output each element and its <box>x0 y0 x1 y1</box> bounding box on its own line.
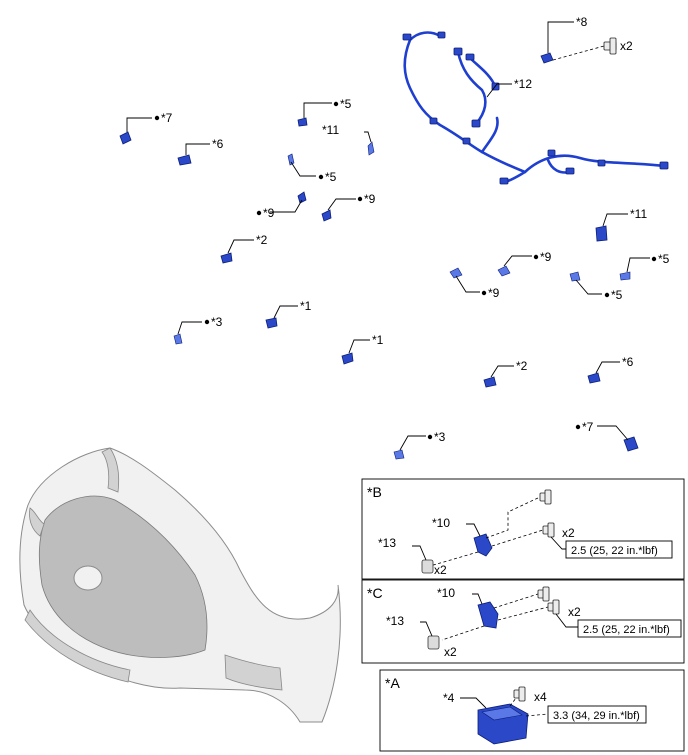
inset-c-tag: *C <box>367 585 383 601</box>
inset-b <box>361 478 685 580</box>
sensor-6-left <box>177 154 192 166</box>
bracket-10-c <box>477 601 499 629</box>
inset-c-bolt-qty: x2 <box>568 605 581 619</box>
sensor-2-right <box>483 376 497 388</box>
callout-11-top: *11 <box>322 123 339 137</box>
bracket-9-left <box>297 191 307 204</box>
sensor-2-left <box>220 252 233 264</box>
callout-12: *12 <box>514 77 532 91</box>
callout-6-left: *6 <box>212 137 224 151</box>
inset-b-tag: *B <box>367 484 382 500</box>
sensor-5-right <box>619 271 631 281</box>
callout-9-mid-bottom: *9 <box>488 286 500 300</box>
bolt-icon <box>537 586 550 602</box>
sensor-1-left <box>265 317 278 329</box>
callout-3-bottom: *3 <box>434 430 446 444</box>
radar-sensor-4 <box>477 703 529 745</box>
callout-2-right: *2 <box>516 359 528 373</box>
sensor-1-center <box>341 352 354 365</box>
bracket-9-mid-bottom <box>449 267 463 279</box>
inset-c-clip-callout: *13 <box>386 614 404 628</box>
inset-c-torque: 2.5 (25, 22 in.*lbf) <box>583 624 670 636</box>
callout-11-right: *11 <box>630 207 647 221</box>
bolt-icon <box>547 599 560 615</box>
inset-a-torque: 3.3 (34, 29 in.*lbf) <box>553 710 640 722</box>
sensor-3-left <box>173 333 183 345</box>
bracket-11-right <box>595 225 608 242</box>
callout-1-left: *1 <box>300 299 312 313</box>
callout-5-right-mid: *5 <box>611 288 623 302</box>
sensor-3-bottom <box>393 449 405 460</box>
callout-1-center: *1 <box>372 333 384 347</box>
inset-b-bolt-qty: x2 <box>562 526 575 540</box>
callout-5-top: *5 <box>340 97 352 111</box>
inset-b-torque-box <box>565 540 673 559</box>
callout-3-left: *3 <box>211 315 223 329</box>
inset-c-bracket-callout: *10 <box>437 586 455 600</box>
inset-b-bracket-callout: *10 <box>432 516 450 530</box>
callout-9-left: *9 <box>263 206 275 220</box>
callout-7-left: *7 <box>161 111 173 125</box>
front-bumper-illustration <box>19 447 341 723</box>
inset-a-torque-box <box>547 705 647 724</box>
inset-c-torque-box <box>577 619 682 638</box>
sensor-5-mid <box>287 153 295 166</box>
bolt-icon <box>539 489 552 505</box>
callout-8: *8 <box>576 15 588 29</box>
callout-2-left: *2 <box>256 233 268 247</box>
inset-a-part-callout: *4 <box>443 691 455 705</box>
bolt-icon <box>603 37 617 55</box>
bracket-9-mid-top <box>497 265 511 277</box>
inset-a-tag: *A <box>385 675 400 691</box>
sensor-5-right-mid <box>569 271 581 282</box>
inset-c-clip-qty: x2 <box>444 645 457 659</box>
inset-b-clip-qty: x2 <box>434 563 447 577</box>
callout-5-mid: *5 <box>325 170 337 184</box>
callout-7-right: *7 <box>582 420 594 434</box>
inset-b-torque: 2.5 (25, 22 in.*lbf) <box>571 545 658 557</box>
callout-5-right: *5 <box>658 252 670 266</box>
inset-a-bolt-qty: x4 <box>534 690 547 704</box>
callout-9-right: *9 <box>364 192 376 206</box>
clip-icon <box>421 559 434 574</box>
callout-9-mid-top: *9 <box>540 250 552 264</box>
bracket-11-top <box>367 141 375 156</box>
wire-harness-12 <box>402 31 669 185</box>
sensor-7-left <box>119 131 132 145</box>
sensor-6-right <box>587 372 601 384</box>
sensor-7-right <box>623 436 639 452</box>
clip-icon <box>427 635 440 650</box>
bolt-icon <box>513 686 526 702</box>
inset-b-clip-callout: *13 <box>378 536 396 550</box>
bolt-qty-top: x2 <box>620 39 633 53</box>
callout-6-right: *6 <box>622 355 634 369</box>
sensor-8 <box>540 52 554 64</box>
bracket-9-right <box>321 209 332 222</box>
sensor-5-top <box>297 117 308 127</box>
bracket-10-b <box>473 533 493 557</box>
